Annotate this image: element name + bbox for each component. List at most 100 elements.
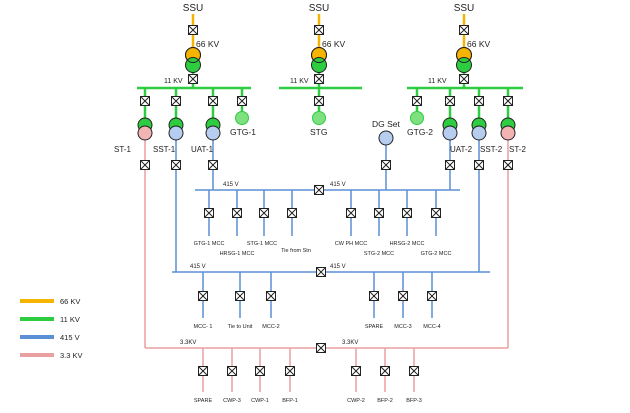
breaker-st2 xyxy=(503,96,513,106)
breaker-spare-415 xyxy=(369,291,379,301)
breaker-cwp2 xyxy=(351,366,361,376)
label-hrsg2-mcc: HRSG-2 MCC xyxy=(390,241,425,247)
label-cwph-mcc: CW PH MCC xyxy=(335,241,367,247)
label-415v-3: 415 V xyxy=(190,264,206,270)
transformer-sst2 xyxy=(471,117,487,141)
label-gtg1-mcc: GTG-1 MCC xyxy=(194,241,225,247)
breaker-mcc2 xyxy=(266,291,276,301)
breaker-tr2-lv xyxy=(314,74,324,84)
breaker-stg1-mcc xyxy=(259,208,269,218)
legend-label-66kv: 66 KV xyxy=(60,297,80,306)
breaker-st1-sec xyxy=(140,160,150,170)
breaker-sst2 xyxy=(474,96,484,106)
breaker-st2-sec xyxy=(503,160,513,170)
breaker-gtg1 xyxy=(237,96,247,106)
breaker-mcc1 xyxy=(198,291,208,301)
breakers xyxy=(140,25,513,376)
label-bfp3: BFP-3 xyxy=(406,398,422,404)
generator-dg xyxy=(378,130,394,146)
breaker-uat1-sec xyxy=(208,160,218,170)
label-gtg2: GTG-2 xyxy=(407,127,433,137)
label-11kv-1: 11 KV xyxy=(164,78,183,85)
label-66kv-1: 66 KV xyxy=(196,39,219,49)
label-hrsg1-mcc: HRSG-1 MCC xyxy=(220,251,255,257)
transformer-ssu-1 xyxy=(185,47,201,73)
breaker-bfp2 xyxy=(380,366,390,376)
label-11kv-3: 11 KV xyxy=(428,78,447,85)
breaker-sst1 xyxy=(171,96,181,106)
generator-gtg2 xyxy=(410,111,424,125)
generator-stg xyxy=(312,111,326,125)
label-gtg1: GTG-1 xyxy=(230,127,256,137)
label-sst1: SST-1 xyxy=(153,145,176,154)
label-stg2-mcc: STG-2 MCC xyxy=(364,251,394,257)
bus-coupler-33kv xyxy=(316,343,326,353)
breaker-stg xyxy=(314,96,324,106)
label-cwp3: CWP-3 xyxy=(223,398,241,404)
transformer-st1 xyxy=(137,117,153,141)
label-ssu-2: SSU xyxy=(309,3,330,14)
legend-label-33kv: 3.3 KV xyxy=(60,351,83,360)
label-spare-415: SPARE xyxy=(365,324,384,330)
label-mcc1: MCC- 1 xyxy=(194,324,213,330)
label-cwp2: CWP-2 xyxy=(347,398,365,404)
legend-label-11kv: 11 KV xyxy=(60,315,80,324)
breaker-uat2 xyxy=(445,96,455,106)
label-33kv-1: 3.3KV xyxy=(180,340,196,346)
breaker-tie-stn xyxy=(287,208,297,218)
label-uat1: UAT-1 xyxy=(191,145,214,154)
transformer-st2 xyxy=(500,117,516,141)
label-bfp1: BFP-1 xyxy=(282,398,298,404)
label-dg: DG Set xyxy=(372,119,401,129)
breaker-hrsg1-mcc xyxy=(232,208,242,218)
label-mcc4: MCC-4 xyxy=(423,324,440,330)
legend-item-415v: 415 V xyxy=(20,333,80,342)
breaker-tr3-lv xyxy=(459,74,469,84)
breaker-ssu-2 xyxy=(314,25,324,35)
label-sst2: SST-2 xyxy=(480,145,503,154)
label-cwp1: CWP-1 xyxy=(251,398,269,404)
legend-item-33kv: 3.3 KV xyxy=(20,351,83,360)
breaker-cwp1 xyxy=(255,366,265,376)
bus-coupler-415-lower xyxy=(316,267,326,277)
label-ssu-1: SSU xyxy=(183,3,204,14)
breaker-gtg2-mcc xyxy=(431,208,441,218)
transformer-uat1 xyxy=(205,117,221,141)
label-spare-33: SPARE xyxy=(194,398,213,404)
label-mcc3: MCC-3 xyxy=(394,324,411,330)
label-stg: STG xyxy=(310,127,327,137)
label-bfp2: BFP-2 xyxy=(377,398,393,404)
breaker-gtg2 xyxy=(412,96,422,106)
power-transformers xyxy=(185,47,472,73)
transformer-sst1 xyxy=(168,117,184,141)
breaker-stg2-mcc xyxy=(374,208,384,218)
label-66kv-3: 66 KV xyxy=(467,39,490,49)
breaker-tie-unit xyxy=(235,291,245,301)
breaker-gtg1-mcc xyxy=(204,208,214,218)
breaker-st1 xyxy=(140,96,150,106)
label-ssu-3: SSU xyxy=(454,3,475,14)
legend-item-66kv: 66 KV xyxy=(20,297,80,306)
aux-transformers xyxy=(137,117,516,141)
label-gtg2-mcc: GTG-2 MCC xyxy=(421,251,452,257)
label-33kv-2: 3.3KV xyxy=(342,340,358,346)
labels: SSU SSU SSU 66 KV 66 KV 66 KV 11 KV 11 K… xyxy=(114,3,526,404)
breaker-mcc4 xyxy=(427,291,437,301)
breaker-uat1 xyxy=(208,96,218,106)
breaker-tr1-lv xyxy=(188,74,198,84)
legend-label-415v: 415 V xyxy=(60,333,80,342)
generator-gtg1 xyxy=(235,111,249,125)
generators xyxy=(235,111,424,146)
breaker-uat2-sec xyxy=(445,160,455,170)
label-mcc2: MCC-2 xyxy=(262,324,279,330)
breaker-bfp1 xyxy=(285,366,295,376)
breaker-spare-33 xyxy=(198,366,208,376)
label-tie-stn: Tie from Stn xyxy=(281,248,311,254)
breaker-ssu-3 xyxy=(459,25,469,35)
breaker-mcc3 xyxy=(398,291,408,301)
breaker-cwp3 xyxy=(227,366,237,376)
breaker-hrsg2-mcc xyxy=(402,208,412,218)
label-415v-1: 415 V xyxy=(223,182,239,188)
label-415v-4: 415 V xyxy=(330,264,346,270)
